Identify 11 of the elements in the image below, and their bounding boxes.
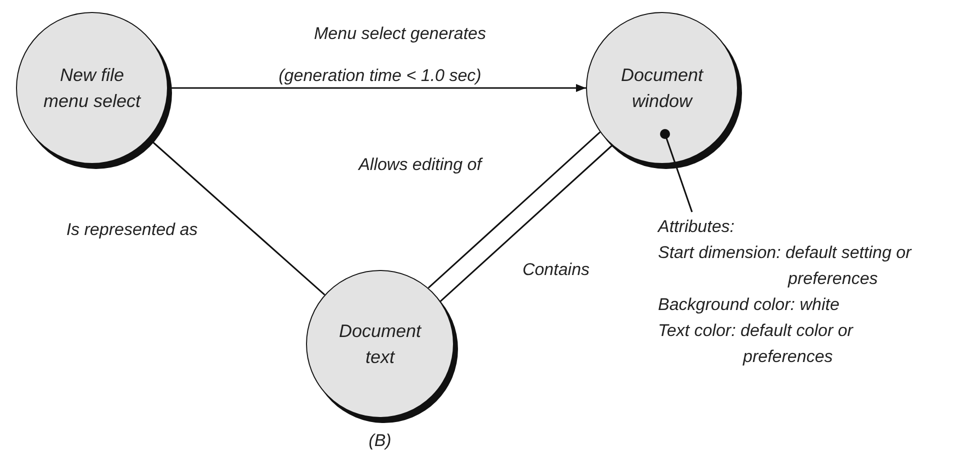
connector-line <box>428 131 601 289</box>
attribute-text: Text color: default color or preferences <box>658 320 854 368</box>
connector-line <box>440 144 613 302</box>
circle-label: Document window <box>620 64 704 113</box>
attribute-text: Background color: white <box>658 294 840 316</box>
circle-label: New file menu select <box>42 64 142 113</box>
attribute-text: Start dimension: default setting or preferences <box>658 242 913 290</box>
leader-line <box>660 129 693 212</box>
caption: (B) <box>368 430 392 452</box>
attribute-text: Attributes: <box>658 216 736 238</box>
circle-label: Document text <box>338 320 422 369</box>
